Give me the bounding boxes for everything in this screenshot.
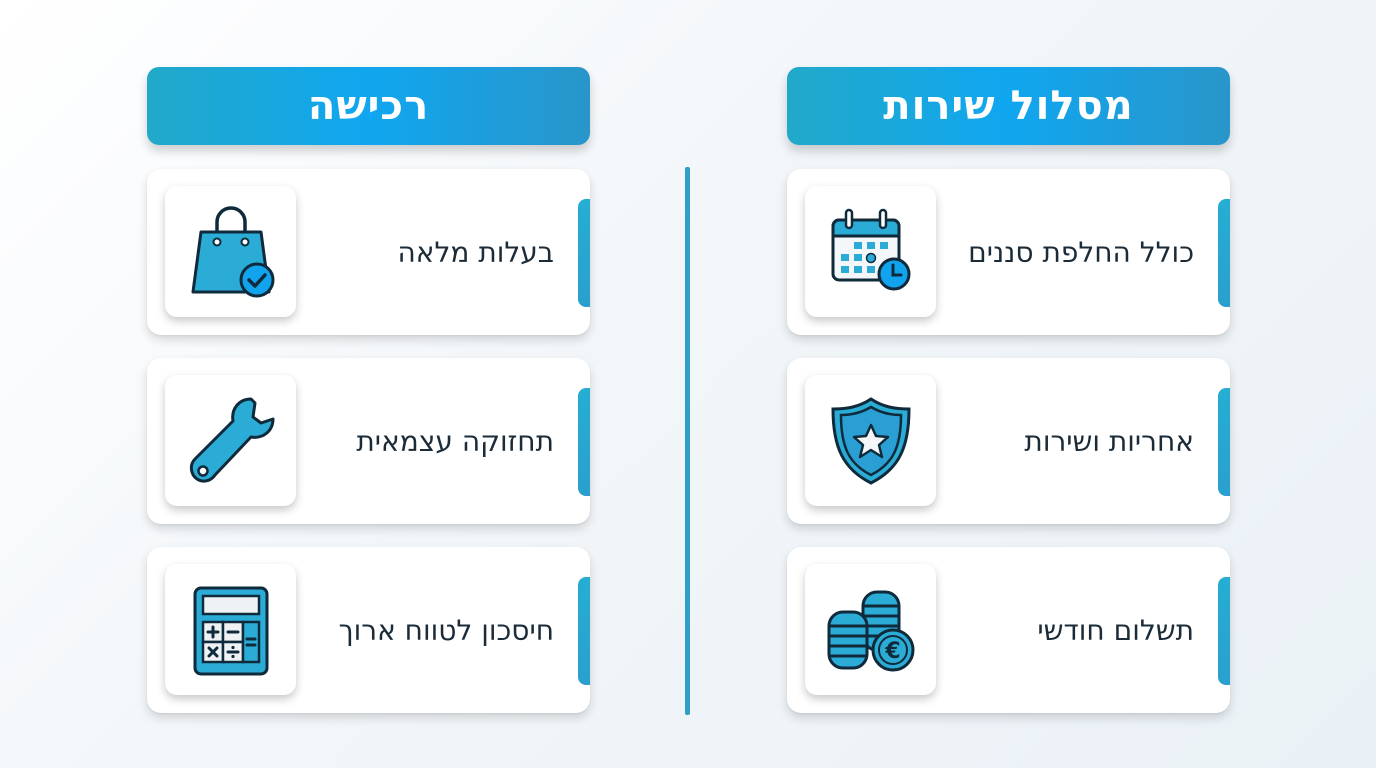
card-accent-bar <box>578 388 590 496</box>
wrench-icon <box>189 397 274 483</box>
service-plan-title: מסלול שירות <box>883 83 1134 129</box>
icon-tile <box>165 564 296 695</box>
card-accent-bar <box>1218 577 1230 685</box>
coins-euro-icon: € <box>827 590 914 671</box>
feature-card-filter-replacement: כולל החלפת סננים <box>787 169 1230 335</box>
feature-card-monthly-payment: € תשלום חודשי <box>787 547 1230 713</box>
feature-label: חיסכון לטווח ארוך <box>338 613 554 647</box>
card-accent-bar <box>1218 199 1230 307</box>
icon-tile <box>805 186 936 317</box>
feature-label: תחזוקה עצמאית <box>356 424 554 458</box>
card-accent-bar <box>1218 388 1230 496</box>
purchase-header: רכישה <box>147 67 590 145</box>
feature-card-self-maintenance: תחזוקה עצמאית <box>147 358 590 524</box>
feature-label: בעלות מלאה <box>397 235 554 269</box>
icon-tile <box>165 375 296 506</box>
icon-tile <box>165 186 296 317</box>
icon-tile <box>805 375 936 506</box>
shield-star-icon <box>830 396 911 485</box>
service-plan-column: מסלול שירות כולל החלפת סננים <box>787 67 1230 713</box>
card-accent-bar <box>578 199 590 307</box>
feature-card-warranty-service: אחריות ושירות <box>787 358 1230 524</box>
card-accent-bar <box>578 577 590 685</box>
service-plan-header: מסלול שירות <box>787 67 1230 145</box>
icon-tile: € <box>805 564 936 695</box>
feature-card-long-term-savings: חיסכון לטווח ארוך <box>147 547 590 713</box>
feature-label: כולל החלפת סננים <box>968 235 1194 269</box>
calendar-clock-icon <box>831 208 910 290</box>
calculator-icon <box>193 586 268 675</box>
svg-text:€: € <box>884 639 900 664</box>
shopping-bag-check-icon <box>191 205 274 297</box>
feature-label: תשלום חודשי <box>1037 613 1194 647</box>
column-divider <box>685 167 690 715</box>
purchase-column: רכישה בעלות מלאה תחזוקה עצמאית <box>147 67 590 713</box>
feature-card-full-ownership: בעלות מלאה <box>147 169 590 335</box>
purchase-title: רכישה <box>307 83 430 129</box>
feature-label: אחריות ושירות <box>1024 424 1194 458</box>
